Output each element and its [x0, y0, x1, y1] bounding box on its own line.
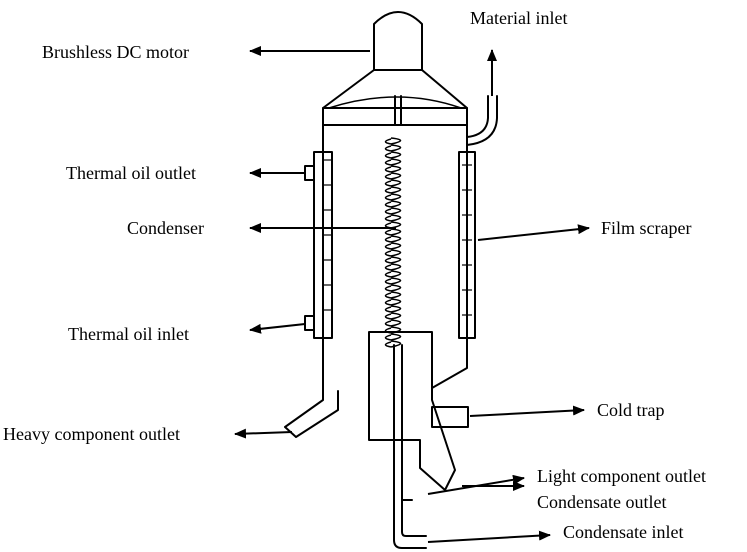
condensate-outlet-arrow [427, 474, 525, 495]
cold-trap-label: Cold trap [597, 400, 665, 420]
condensate-inlet-arrow [427, 530, 551, 543]
film-scraper-bar [458, 151, 476, 339]
condenser-label: Condenser [127, 218, 204, 238]
condenser-tube [368, 331, 456, 491]
light-component-outlet-label: Light component outlet [537, 466, 706, 486]
condensate-outer-tube [393, 344, 427, 549]
brushless-dc-motor-label: Brushless DC motor [42, 42, 189, 62]
thermal-oil-inlet-nozzle [304, 315, 315, 331]
film-scraper-label: Film scraper [601, 218, 691, 238]
material-inlet-pipe [466, 95, 498, 146]
hood-brace [328, 96, 462, 109]
cold-trap-arrow [469, 405, 585, 417]
vessel-left-wall [284, 124, 339, 438]
thermal-oil-inlet-arrow [249, 323, 306, 334]
motor-dome [373, 11, 423, 71]
condensate-inlet-label: Condensate inlet [563, 522, 683, 542]
left-jacket [313, 151, 333, 339]
condenser-coil [384, 137, 402, 348]
vessel-right-wall [431, 124, 468, 389]
condensate-inner-tube [401, 344, 427, 537]
jacket-ticks [323, 159, 472, 316]
heavy-component-outlet-label: Heavy component outlet [3, 424, 180, 444]
material-inlet-label: Material inlet [470, 8, 567, 28]
heavy-component-outlet-arrow [234, 428, 293, 439]
film-scraper-arrow [477, 224, 590, 241]
cold-trap-nozzle [431, 406, 469, 428]
thermal-oil-outlet-nozzle [304, 165, 315, 181]
condensate-outlet-label: Condensate outlet [537, 492, 666, 512]
thermal-oil-inlet-label: Thermal oil inlet [68, 324, 189, 344]
thermal-oil-outlet-label: Thermal oil outlet [66, 163, 196, 183]
